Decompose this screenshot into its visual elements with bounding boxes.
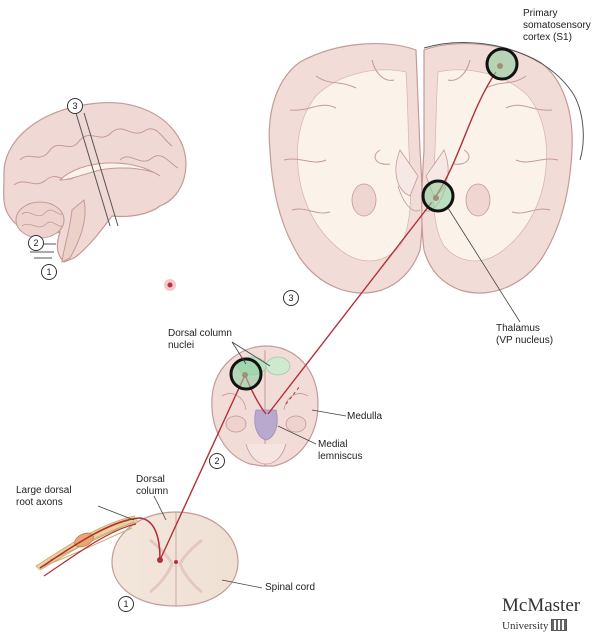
- medulla-section: [211, 345, 319, 467]
- dorsal-column-nuclei-label: Dorsal column nuclei: [168, 328, 232, 351]
- s1-highlight-ring: [485, 47, 519, 81]
- thalamus-label: Thalamus (VP nucleus): [496, 323, 554, 346]
- dorsal-column-label: Dorsal column: [136, 474, 169, 497]
- large-dorsal-root-axons-label: Large dorsal root axons: [16, 485, 72, 508]
- medulla-label: Medulla: [347, 411, 383, 422]
- medial-lemniscus-label: Medial lemniscus: [318, 439, 363, 462]
- crest-icon: [551, 619, 568, 632]
- marker-two-sagittal: 2: [28, 235, 44, 251]
- brand-sub: University: [502, 620, 549, 632]
- leader-lines: [97, 207, 521, 589]
- marker-three-coronal: 3: [283, 290, 299, 306]
- dorsal-nuclei-highlight-ring: [229, 357, 263, 391]
- coronal-brain-section: [268, 42, 584, 294]
- highlight-rings: [229, 47, 519, 391]
- marker-two-medulla: 2: [209, 453, 225, 469]
- sagittal-brain: [3, 102, 187, 263]
- marker-one-spinal: 1: [118, 596, 134, 612]
- marker-three-sagittal: 3: [67, 98, 83, 114]
- s1-label: Primary somatosensory cortex (S1): [523, 8, 591, 43]
- spinal-cord-section: [35, 511, 239, 607]
- brand-name: McMaster: [502, 595, 581, 616]
- spinal-cord-label: Spinal cord: [265, 582, 316, 593]
- university-logo: McMaster University: [502, 596, 592, 634]
- marker-one-sagittal: 1: [41, 264, 57, 280]
- thalamus-highlight-ring: [421, 179, 455, 213]
